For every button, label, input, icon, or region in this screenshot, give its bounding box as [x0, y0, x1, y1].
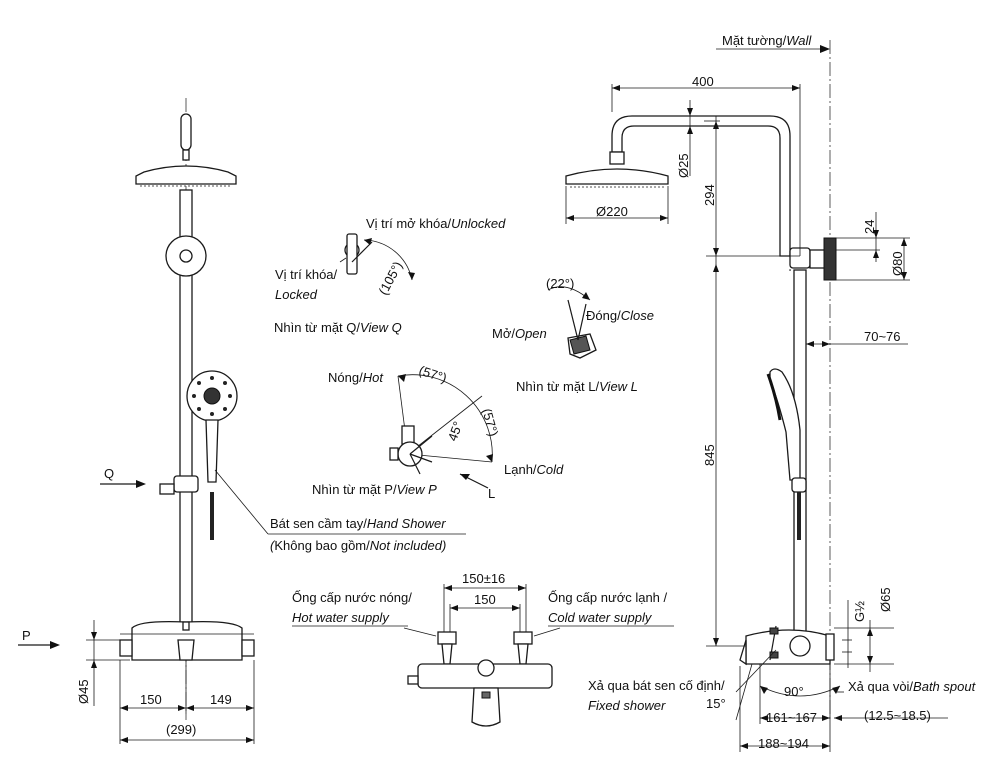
view-q-vi: Nhìn từ mặt Q/ [274, 320, 360, 335]
locked-vi: Vị trí khóa/ [275, 267, 338, 282]
bath-spout-en: Bath spout [913, 679, 977, 694]
svg-text:Nhìn từ mặt L/View L: Nhìn từ mặt L/View L [516, 379, 638, 394]
dim-188-194: 188~194 [758, 736, 809, 751]
marker-q: Q [104, 466, 114, 481]
rain-shower-head-side [565, 168, 669, 185]
dim-d80: Ø80 [890, 251, 905, 276]
mixer-side [745, 629, 831, 665]
svg-text:Vị trí mở khóa/Unlocked: Vị trí mở khóa/Unlocked [366, 216, 506, 231]
dim-299: (299) [166, 722, 196, 737]
overhead-arm-side [611, 115, 791, 257]
close-vi: Đóng/ [586, 308, 621, 323]
close-en: Close [621, 308, 654, 323]
dim-845: 845 [702, 444, 717, 466]
dim-150-16: 150±16 [462, 571, 505, 586]
wall-vi: Mặt tường/ [722, 33, 787, 48]
hot-supply-en: Hot water supply [292, 610, 390, 625]
open-vi: Mở/ [492, 326, 515, 341]
unlocked-vi: Vị trí mở khóa/ [366, 216, 451, 231]
not-included-vi: Không bao gồm/ [274, 538, 370, 553]
not-included-open: ( [270, 538, 276, 553]
hand-shower-label-vi: Bát sen cầm tay/ [270, 516, 367, 531]
dim-150-inner: 150 [474, 592, 496, 607]
front-view [119, 98, 255, 720]
dim-294: 294 [702, 184, 717, 206]
open-en: Open [515, 326, 547, 341]
view-p-en: View P [397, 482, 438, 497]
svg-text:Mặt tường/Wall: Mặt tường/Wall [722, 33, 812, 48]
angle-15: 15° [706, 696, 726, 711]
view-l-vi: Nhìn từ mặt L/ [516, 379, 600, 394]
hand-shower-label-en: Hand Shower [367, 516, 446, 531]
dim-400: 400 [692, 74, 714, 89]
angle-57a: (57°) [417, 363, 449, 386]
rain-shower-head-front [135, 165, 237, 185]
dim-12-18: (12.5~18.5) [864, 708, 931, 723]
side-view [565, 40, 837, 720]
not-included-en: Not included) [370, 538, 447, 553]
hot-vi: Nóng/ [328, 370, 363, 385]
svg-text:Nhìn từ mặt P/View P: Nhìn từ mặt P/View P [312, 482, 437, 497]
cold-vi: Lạnh/ [504, 462, 537, 477]
hot-supply-vi: Ống cấp nước nóng/ [292, 590, 412, 605]
dim-d220: Ø220 [596, 204, 628, 219]
hot-en: Hot [363, 370, 385, 385]
angle-90: 90° [784, 684, 804, 699]
front-dimensions [86, 620, 255, 744]
view-p-vi: Nhìn từ mặt P/ [312, 482, 397, 497]
angle-57b: (57°) [479, 407, 501, 438]
marker-p: P [22, 628, 31, 643]
hand-shower-leader [214, 469, 269, 535]
locked-en: Locked [275, 287, 318, 302]
svg-text:Mở/Open: Mở/Open [492, 326, 547, 341]
angle-45: 45° [445, 419, 466, 443]
cold-supply-en: Cold water supply [548, 610, 653, 625]
dim-d65: Ø65 [878, 587, 893, 612]
svg-text:Bát sen cầm tay/Hand Shower: Bát sen cầm tay/Hand Shower [270, 516, 446, 531]
side-dimensions [565, 84, 948, 752]
wall-en: Wall [786, 33, 812, 48]
dim-d45: Ø45 [76, 679, 91, 704]
marker-l: L [488, 486, 495, 501]
angle-105: (105°) [375, 259, 405, 297]
supply-detail [403, 584, 561, 727]
view-q-en: View Q [360, 320, 402, 335]
view-q-detail [339, 233, 415, 281]
bath-spout-vi: Xả qua vòi/ [848, 679, 913, 694]
view-l-detail [547, 286, 597, 359]
top-cap [180, 113, 192, 151]
dim-24: 24 [862, 220, 877, 234]
dim-161-167: 161~167 [766, 710, 817, 725]
slide-holder [173, 475, 199, 493]
dim-149: 149 [210, 692, 232, 707]
svg-text:Đóng/Close: Đóng/Close [586, 308, 654, 323]
cold-supply-vi: Ống cấp nước lạnh / [548, 590, 668, 605]
unlocked-en: Unlocked [451, 216, 506, 231]
dim-70-76: 70~76 [864, 329, 901, 344]
svg-text:Xả qua vòi/Bath spout: Xả qua vòi/Bath spout [848, 679, 977, 694]
view-markers [18, 480, 146, 649]
svg-text:Lạnh/Cold: Lạnh/Cold [504, 462, 564, 477]
angle-22: (22°) [546, 276, 574, 291]
view-p-detail [389, 374, 493, 489]
svg-text:(Không bao gồm/Not included): (Không bao gồm/Not included) [270, 538, 446, 553]
dim-g12: G½ [852, 601, 867, 622]
svg-text:Nóng/Hot: Nóng/Hot [328, 370, 384, 385]
cold-en: Cold [537, 462, 565, 477]
svg-text:Nhìn từ mặt Q/View Q: Nhìn từ mặt Q/View Q [274, 320, 402, 335]
fixed-shower-en: Fixed shower [588, 698, 666, 713]
dim-d25: Ø25 [676, 153, 691, 178]
fixed-shower-vi: Xả qua bát sen cố định/ [588, 678, 725, 693]
dim-150: 150 [140, 692, 162, 707]
view-l-en: View L [599, 379, 638, 394]
